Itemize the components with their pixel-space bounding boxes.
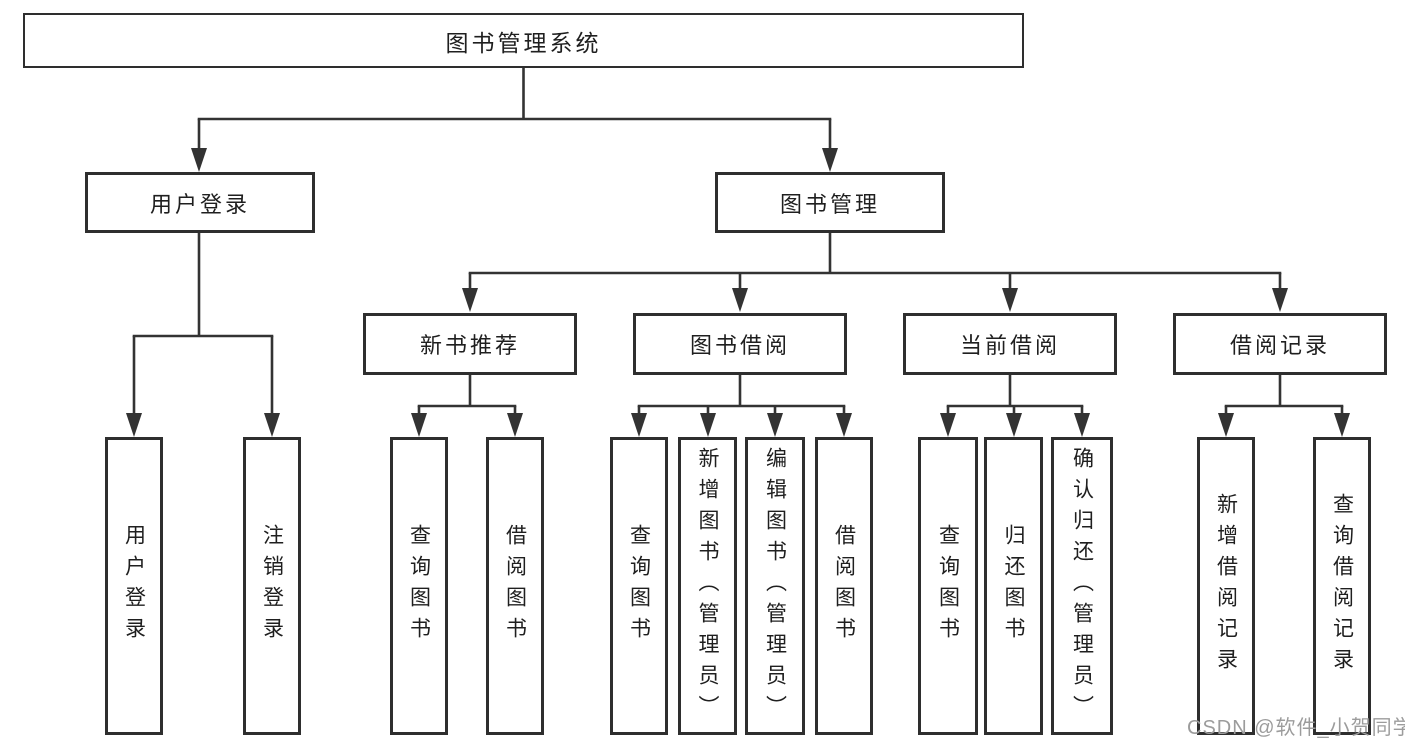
leaf-query-books-current: 查询图书 xyxy=(918,437,978,735)
leaf-label: 查询借阅记录 xyxy=(1330,493,1354,679)
leaf-label: 用户登录 xyxy=(122,524,146,648)
leaf-label: 归还图书 xyxy=(1002,524,1025,648)
node-label: 图书管理系统 xyxy=(445,29,602,56)
leaf-label: 查询图书 xyxy=(407,524,431,648)
leaf-label: 注销登录 xyxy=(260,524,284,648)
node-user-login: 用户登录 xyxy=(85,172,315,233)
node-new-book-recommend: 新书推荐 xyxy=(363,313,577,375)
node-label: 借阅记录 xyxy=(1229,333,1330,358)
connector-root-to-level2 xyxy=(191,68,838,172)
node-label: 新书推荐 xyxy=(419,333,520,358)
leaf-add-book-admin: 新增图书（管理员） xyxy=(678,437,737,735)
leaf-query-borrow-record: 查询借阅记录 xyxy=(1313,437,1371,735)
leaf-borrow-books-recommend: 借阅图书 xyxy=(486,437,544,735)
node-book-management: 图书管理 xyxy=(715,172,945,233)
connector-book-management-to-level3 xyxy=(462,233,1288,312)
leaf-label: 查询图书 xyxy=(627,524,651,648)
node-borrow-records: 借阅记录 xyxy=(1173,313,1387,375)
node-label: 图书管理 xyxy=(779,191,880,217)
node-library-management-system: 图书管理系统 xyxy=(23,13,1024,68)
connector-current-borrow-to-leaves xyxy=(940,375,1090,437)
node-label: 用户登录 xyxy=(149,191,250,217)
connector-user-login-to-leaves xyxy=(126,233,280,437)
leaf-logout: 注销登录 xyxy=(243,437,301,735)
node-label: 当前借阅 xyxy=(959,333,1060,358)
connector-new-book-recommend-to-leaves xyxy=(411,375,523,437)
leaf-label: 新增图书（管理员） xyxy=(696,446,719,726)
csdn-watermark: CSDN @软件_小贺同学 xyxy=(1187,717,1405,739)
leaf-query-books-borrow: 查询图书 xyxy=(610,437,668,735)
leaf-label: 新增借阅记录 xyxy=(1214,493,1238,679)
node-label: 图书借阅 xyxy=(689,333,790,358)
leaf-label: 查询图书 xyxy=(936,524,960,648)
leaf-label: 借阅图书 xyxy=(503,524,527,648)
connector-borrow-records-to-leaves xyxy=(1218,375,1350,437)
connector-book-borrow-to-leaves xyxy=(631,375,852,437)
leaf-label: 编辑图书（管理员） xyxy=(763,446,787,726)
node-current-borrow: 当前借阅 xyxy=(903,313,1117,375)
leaf-edit-book-admin: 编辑图书（管理员） xyxy=(745,437,805,735)
leaf-label: 借阅图书 xyxy=(832,524,856,648)
leaf-borrow-books-borrow: 借阅图书 xyxy=(815,437,873,735)
node-book-borrow: 图书借阅 xyxy=(633,313,847,375)
leaf-query-books-recommend: 查询图书 xyxy=(390,437,448,735)
leaf-label: 确认归还（管理员） xyxy=(1070,446,1094,726)
leaf-add-borrow-record: 新增借阅记录 xyxy=(1197,437,1255,735)
leaf-return-book: 归还图书 xyxy=(984,437,1043,735)
leaf-user-login: 用户登录 xyxy=(105,437,163,735)
leaf-confirm-return-admin: 确认归还（管理员） xyxy=(1051,437,1113,735)
